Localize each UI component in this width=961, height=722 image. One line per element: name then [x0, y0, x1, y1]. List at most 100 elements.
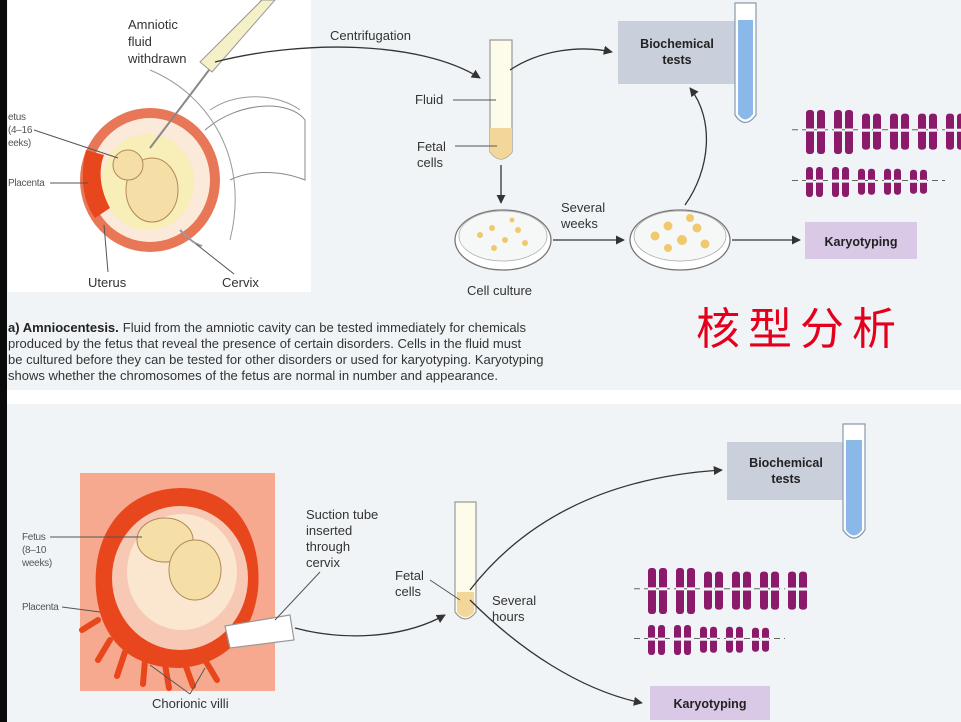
chromosome — [806, 110, 814, 154]
chromosome — [760, 572, 768, 610]
chinese-karyotype-label: 核型分析 — [696, 304, 904, 355]
several-hours-label-1: Several — [492, 593, 536, 608]
centromere — [732, 588, 740, 591]
caption-line-1: a) Amniocentesis. Fluid from the amniotic… — [8, 320, 526, 335]
caption-text-1: Fluid from the amniotic cavity can be te… — [123, 320, 527, 335]
centromere — [920, 180, 927, 183]
centromere — [659, 587, 667, 590]
several-hours-label-2: hours — [492, 609, 525, 624]
biochemical-label-top-1: Biochemical — [640, 37, 714, 51]
centromere — [901, 129, 909, 132]
centromere — [806, 180, 813, 183]
karyotype-chromosomes-top — [792, 110, 961, 197]
biochemical-label-bottom-1: Biochemical — [749, 456, 823, 470]
centromere — [674, 638, 681, 641]
centromere — [771, 588, 779, 591]
centromere — [700, 638, 707, 641]
petri-dish-1 — [455, 210, 551, 270]
centromere — [957, 129, 961, 132]
test-tube-top — [735, 3, 756, 123]
centromere — [817, 128, 825, 131]
amniotic-label-1: Amniotic — [128, 17, 178, 32]
fetal-cells-label-bottom-1: Fetal — [395, 568, 424, 583]
caption-line-2: produced by the fetus that reveal the pr… — [8, 336, 521, 351]
centromere — [760, 588, 768, 591]
to-tube-arrow-bottom — [295, 615, 445, 636]
several-weeks-label-1: Several — [561, 200, 605, 215]
centromere — [676, 587, 684, 590]
centromere — [832, 180, 839, 183]
to-biochem-arrow-top — [510, 49, 612, 70]
centromere — [752, 638, 759, 641]
centromere — [858, 180, 865, 183]
chorionic-villi-label: Chorionic villi — [152, 696, 229, 711]
amniotic-label-3: withdrawn — [127, 51, 187, 66]
fetus-label-top-2: (4–16 — [8, 125, 33, 136]
uterus-label: Uterus — [88, 275, 127, 290]
centromere — [884, 180, 891, 183]
centromere — [873, 129, 881, 132]
chromosome — [771, 572, 779, 610]
fetus-label-bottom-1: Fetus — [22, 532, 46, 543]
centromere — [710, 638, 717, 641]
fetus-body-bottom — [169, 540, 221, 600]
centromere — [788, 588, 796, 591]
centromere — [890, 129, 898, 132]
suction-label-3: through — [306, 539, 350, 554]
fetal-cells-label-bottom-2: cells — [395, 584, 422, 599]
centromere — [799, 588, 807, 591]
chromosome — [817, 110, 825, 154]
centromere — [946, 129, 954, 132]
fetus-label-top-1: etus — [8, 112, 26, 123]
chromosome — [676, 568, 684, 614]
chromosome — [687, 568, 695, 614]
fetus-label-top-3: eeks) — [8, 138, 31, 149]
chromosome — [715, 572, 723, 610]
centromere — [816, 180, 823, 183]
centromere — [648, 638, 655, 641]
placenta-label-bottom: Placenta — [22, 602, 59, 613]
centromere — [894, 180, 901, 183]
centromere — [726, 638, 733, 641]
dish-to-biochem-arrow — [685, 88, 706, 205]
centromere — [929, 129, 937, 132]
centrifugation-label: Centrifugation — [330, 28, 411, 43]
centromere — [845, 128, 853, 131]
centromere — [834, 128, 842, 131]
sample-tube-bottom — [455, 502, 476, 619]
centromere — [743, 588, 751, 591]
centromere — [658, 638, 665, 641]
suction-label-4: cervix — [306, 555, 340, 570]
centromere — [868, 180, 875, 183]
centromere — [842, 180, 849, 183]
caption-bold: a) Amniocentesis. — [8, 320, 119, 335]
chromosome — [659, 568, 667, 614]
amniotic-label-2: fluid — [128, 34, 152, 49]
cell-culture-label: Cell culture — [467, 283, 532, 298]
centromere — [704, 588, 712, 591]
centromere — [648, 587, 656, 590]
centromere — [918, 129, 926, 132]
top-anatomy-panel — [8, 0, 311, 292]
several-weeks-label-2: weeks — [560, 216, 598, 231]
karyotype-chromosomes-bottom — [634, 568, 807, 655]
biochemical-label-top-2: tests — [662, 53, 691, 67]
chromosome — [799, 572, 807, 610]
biochemical-box-bottom — [727, 442, 845, 500]
suction-label-2: inserted — [306, 523, 352, 538]
centromere — [862, 129, 870, 132]
chromosome — [648, 568, 656, 614]
fetus-head-top — [113, 150, 143, 180]
chromosome — [788, 572, 796, 610]
karyotyping-label-top: Karyotyping — [825, 235, 898, 249]
chromosome — [743, 572, 751, 610]
cervix-label: Cervix — [222, 275, 259, 290]
centromere — [687, 587, 695, 590]
centromere — [715, 588, 723, 591]
fetal-cells-label-top-2: cells — [417, 155, 444, 170]
centromere — [910, 180, 917, 183]
to-biochem-arrow-bottom — [470, 470, 722, 590]
biochemical-label-bottom-2: tests — [771, 472, 800, 486]
